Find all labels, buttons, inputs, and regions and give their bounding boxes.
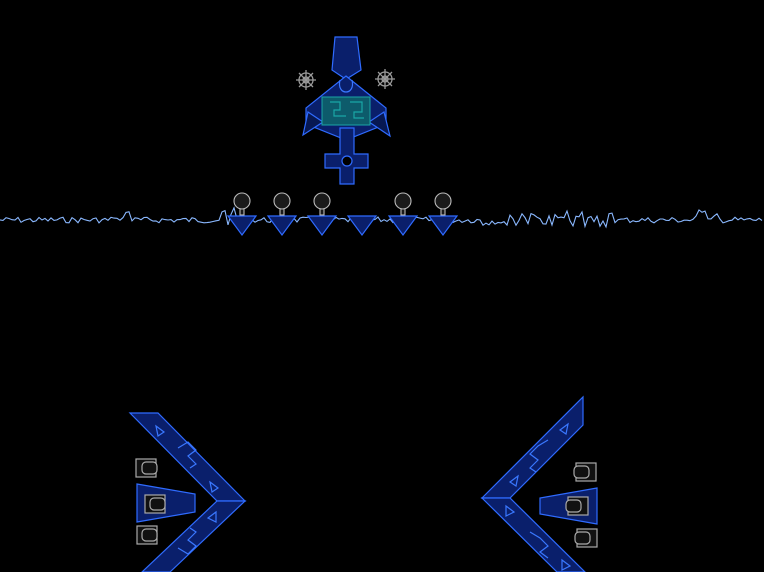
boss-arch-glyph: [338, 79, 354, 93]
boss-right-wing: [367, 111, 391, 138]
right-gate-upper-arm: [480, 395, 584, 499]
turret-bulb: [434, 192, 452, 210]
turret-icon: [266, 192, 298, 237]
gate-pod-icon: [574, 528, 598, 548]
turret-base: [266, 215, 298, 237]
turret-base: [387, 215, 419, 237]
boss-cross-hub: [341, 155, 353, 167]
turret-bulb: [233, 192, 251, 210]
boss-core-glyph: [330, 101, 364, 119]
boss-left-wing: [302, 111, 325, 137]
turret-icon: [387, 192, 419, 237]
left-gate-arrows: [155, 424, 220, 523]
right-gate-meander: [529, 439, 549, 473]
turret-icon: [427, 192, 459, 237]
boss-ship-icon: [296, 36, 395, 185]
turret-bulb: [394, 192, 412, 210]
turret-icon: [306, 192, 338, 237]
cog-icon: [296, 70, 316, 90]
left-gate-meander-lower: [177, 527, 197, 555]
gate-pod-icon: [573, 462, 597, 482]
gate-pod-icon: [136, 525, 158, 545]
turret-bulb: [313, 192, 331, 210]
left-gate-meander: [177, 441, 197, 469]
gate-pod-icon: [135, 458, 158, 478]
right-gate-lower-arm: [480, 497, 586, 572]
turret-base: [346, 215, 378, 237]
boss-core-plate: [321, 96, 371, 126]
turret-row: [226, 192, 459, 237]
left-gate-icon: [128, 412, 247, 572]
turret-bulb: [273, 192, 291, 210]
turret-base: [306, 215, 338, 237]
turret-base: [226, 215, 258, 237]
cog-icon: [375, 69, 395, 89]
right-gate-arrows: [505, 422, 572, 571]
turret-icon: [346, 215, 378, 237]
gate-pod-icon: [144, 494, 166, 514]
right-gate-meander-lower: [529, 531, 549, 559]
turret-icon: [226, 192, 258, 237]
gate-pod-icon: [565, 496, 589, 516]
turret-base: [427, 215, 459, 237]
right-gate-icon: [480, 395, 598, 572]
left-gate-lower-arm: [141, 500, 247, 572]
energy-wave-line: [0, 206, 763, 229]
boss-neck: [331, 36, 362, 79]
